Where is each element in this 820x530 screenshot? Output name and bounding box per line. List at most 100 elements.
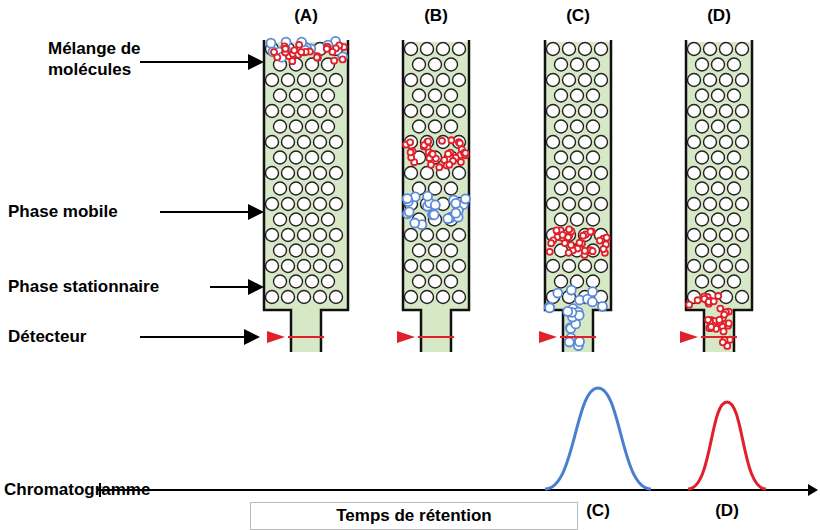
bead — [421, 136, 434, 149]
bead — [413, 275, 426, 288]
bead — [587, 275, 600, 288]
molecule — [408, 149, 414, 155]
molecule — [425, 138, 431, 144]
bead — [571, 58, 584, 71]
bead — [282, 167, 295, 180]
bead — [696, 182, 709, 195]
bead — [314, 105, 327, 118]
bead — [547, 136, 560, 149]
bead — [563, 167, 576, 180]
bead — [413, 244, 426, 257]
bead — [555, 213, 568, 226]
bead — [696, 275, 709, 288]
molecule — [600, 246, 606, 252]
bead — [298, 260, 311, 273]
bead — [736, 105, 749, 118]
bead — [587, 120, 600, 133]
molecule — [403, 194, 412, 203]
mobile-phase — [264, 42, 348, 352]
bead — [704, 105, 717, 118]
bead — [720, 167, 733, 180]
bead — [282, 136, 295, 149]
molecule — [545, 302, 554, 311]
bead — [595, 74, 608, 87]
bead — [579, 136, 592, 149]
bead — [696, 89, 709, 102]
molecule — [553, 289, 562, 298]
bead — [330, 260, 343, 273]
bead — [290, 244, 303, 257]
molecule — [582, 248, 588, 254]
molecule — [314, 54, 320, 60]
bead — [720, 43, 733, 56]
bead — [445, 244, 458, 257]
bead — [571, 213, 584, 226]
molecule — [588, 297, 597, 306]
bead — [421, 260, 434, 273]
bead — [595, 136, 608, 149]
bead — [445, 120, 458, 133]
bead — [595, 43, 608, 56]
bead — [736, 74, 749, 87]
bead — [282, 74, 295, 87]
molecule — [695, 297, 701, 303]
bead — [736, 229, 749, 242]
bead — [712, 120, 725, 133]
bead — [547, 74, 560, 87]
bead — [282, 229, 295, 242]
bead — [720, 229, 733, 242]
bead — [306, 213, 319, 226]
molecule — [324, 46, 330, 52]
bead — [405, 74, 418, 87]
bead — [579, 43, 592, 56]
bead — [453, 229, 466, 242]
bead — [696, 213, 709, 226]
bead — [314, 136, 327, 149]
bead — [453, 105, 466, 118]
bead — [314, 291, 327, 304]
molecule — [716, 317, 722, 323]
molecule — [448, 137, 454, 143]
molecule — [439, 138, 445, 144]
bead — [736, 43, 749, 56]
chromatogram-axis — [98, 388, 818, 497]
bead — [290, 182, 303, 195]
bead — [322, 213, 335, 226]
molecule — [566, 226, 572, 232]
bead — [314, 167, 327, 180]
bead — [306, 182, 319, 195]
bead — [266, 198, 279, 211]
bead — [429, 120, 442, 133]
column — [264, 37, 348, 352]
bead — [736, 260, 749, 273]
peak-label: (C) — [586, 501, 610, 521]
bead — [688, 43, 701, 56]
molecule — [445, 151, 451, 157]
bead — [429, 244, 442, 257]
bead — [266, 229, 279, 242]
molecule — [428, 162, 434, 168]
bead — [330, 136, 343, 149]
column-wall — [545, 40, 563, 352]
mobile-phase — [403, 42, 469, 352]
bead — [274, 89, 287, 102]
bead — [405, 43, 418, 56]
bead — [587, 89, 600, 102]
bead — [266, 136, 279, 149]
molecule — [547, 249, 553, 255]
bead — [274, 275, 287, 288]
bead — [437, 260, 450, 273]
molecule — [451, 199, 460, 208]
bead — [712, 89, 725, 102]
column — [539, 40, 611, 352]
bead — [298, 291, 311, 304]
molecule — [457, 140, 463, 146]
molecule — [266, 39, 275, 48]
bead — [306, 120, 319, 133]
molecule — [566, 250, 572, 256]
bead — [571, 89, 584, 102]
molecule — [431, 200, 440, 209]
bead — [421, 105, 434, 118]
molecule — [545, 303, 554, 312]
molecule — [289, 58, 295, 64]
